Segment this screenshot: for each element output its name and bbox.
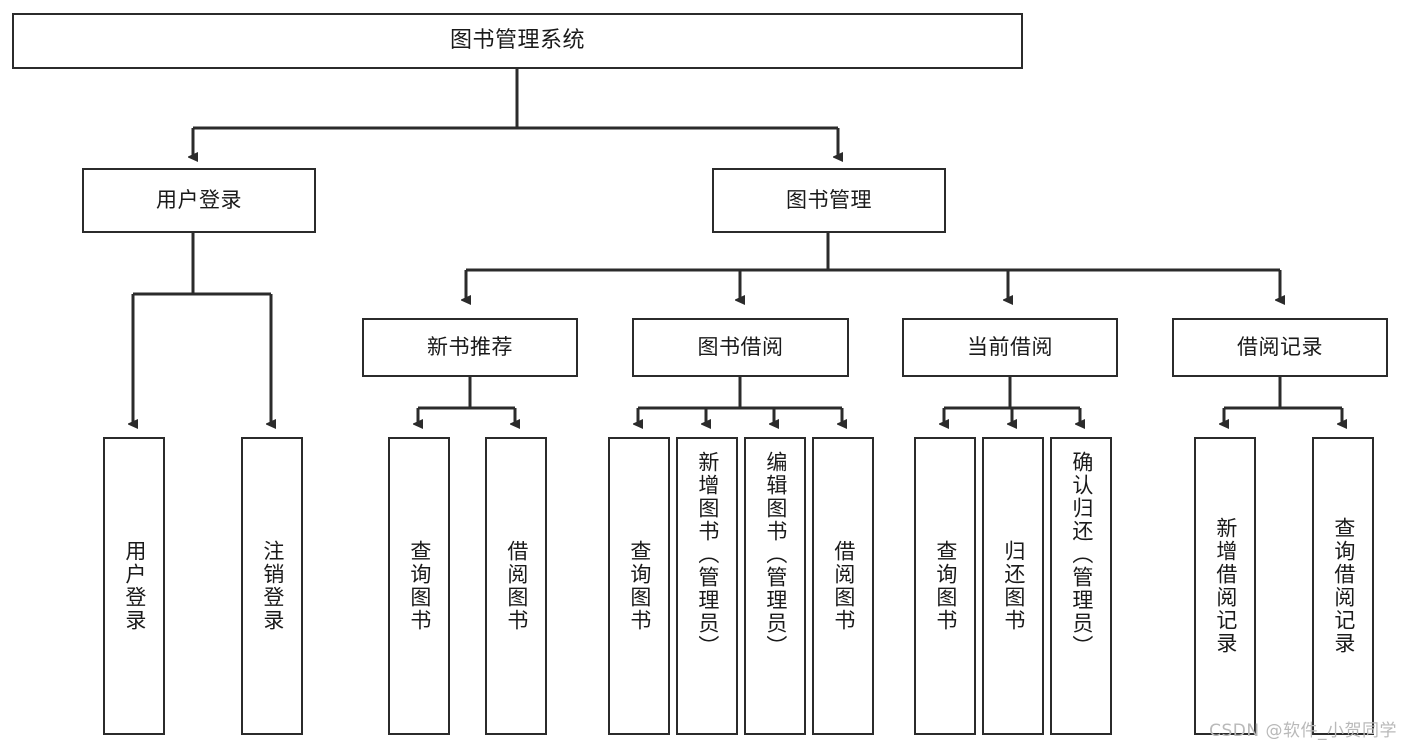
leaf-borrow-edit-book-admin[interactable]: 编辑图书（管理员） <box>744 437 806 735</box>
leaf-user-login-login[interactable]: 用户登录 <box>103 437 165 735</box>
node-label: 借阅记录 <box>1237 335 1323 360</box>
node-label: 图书管理系统 <box>449 28 585 54</box>
node-label: 查询图书 <box>627 540 652 632</box>
node-label: 查询图书 <box>933 540 958 632</box>
leaf-new-book-query-book[interactable]: 查询图书 <box>388 437 450 735</box>
node-label: 新增图书（管理员） <box>695 451 720 658</box>
node-label: 确认归还（管理员） <box>1069 451 1094 658</box>
node-label: 查询图书 <box>407 540 432 632</box>
leaf-current-query-book[interactable]: 查询图书 <box>914 437 976 735</box>
node-borrow-records[interactable]: 借阅记录 <box>1172 318 1388 377</box>
node-user-login[interactable]: 用户登录 <box>82 168 316 233</box>
node-label: 用户登录 <box>156 188 242 213</box>
node-label: 借阅图书 <box>504 540 529 632</box>
leaf-current-return-book[interactable]: 归还图书 <box>982 437 1044 735</box>
node-new-book-recommend[interactable]: 新书推荐 <box>362 318 578 377</box>
leaf-borrow-add-book-admin[interactable]: 新增图书（管理员） <box>676 437 738 735</box>
node-current-borrow[interactable]: 当前借阅 <box>902 318 1118 377</box>
leaf-records-add-record[interactable]: 新增借阅记录 <box>1194 437 1256 735</box>
leaf-borrow-query-book[interactable]: 查询图书 <box>608 437 670 735</box>
node-label: 注销登录 <box>260 540 285 632</box>
node-label: 图书管理 <box>786 188 872 213</box>
node-label: 编辑图书（管理员） <box>763 451 788 658</box>
node-label: 图书借阅 <box>697 335 784 360</box>
node-root-book-management-system[interactable]: 图书管理系统 <box>12 13 1023 69</box>
node-label: 归还图书 <box>1001 540 1026 632</box>
node-book-management[interactable]: 图书管理 <box>712 168 946 233</box>
leaf-current-confirm-return-admin[interactable]: 确认归还（管理员） <box>1050 437 1112 735</box>
node-book-borrow[interactable]: 图书借阅 <box>632 318 849 377</box>
node-label: 新书推荐 <box>427 335 513 360</box>
node-label: 用户登录 <box>122 540 147 632</box>
leaf-borrow-borrow-book[interactable]: 借阅图书 <box>812 437 874 735</box>
node-label: 当前借阅 <box>967 335 1053 360</box>
node-label: 借阅图书 <box>831 540 856 632</box>
node-label: 新增借阅记录 <box>1213 517 1238 655</box>
leaf-user-login-logout[interactable]: 注销登录 <box>241 437 303 735</box>
leaf-new-book-borrow-book[interactable]: 借阅图书 <box>485 437 547 735</box>
node-label: 查询借阅记录 <box>1331 517 1356 655</box>
leaf-records-query-record[interactable]: 查询借阅记录 <box>1312 437 1374 735</box>
watermark-text: CSDN @软件_小贺同学 <box>1209 721 1397 741</box>
